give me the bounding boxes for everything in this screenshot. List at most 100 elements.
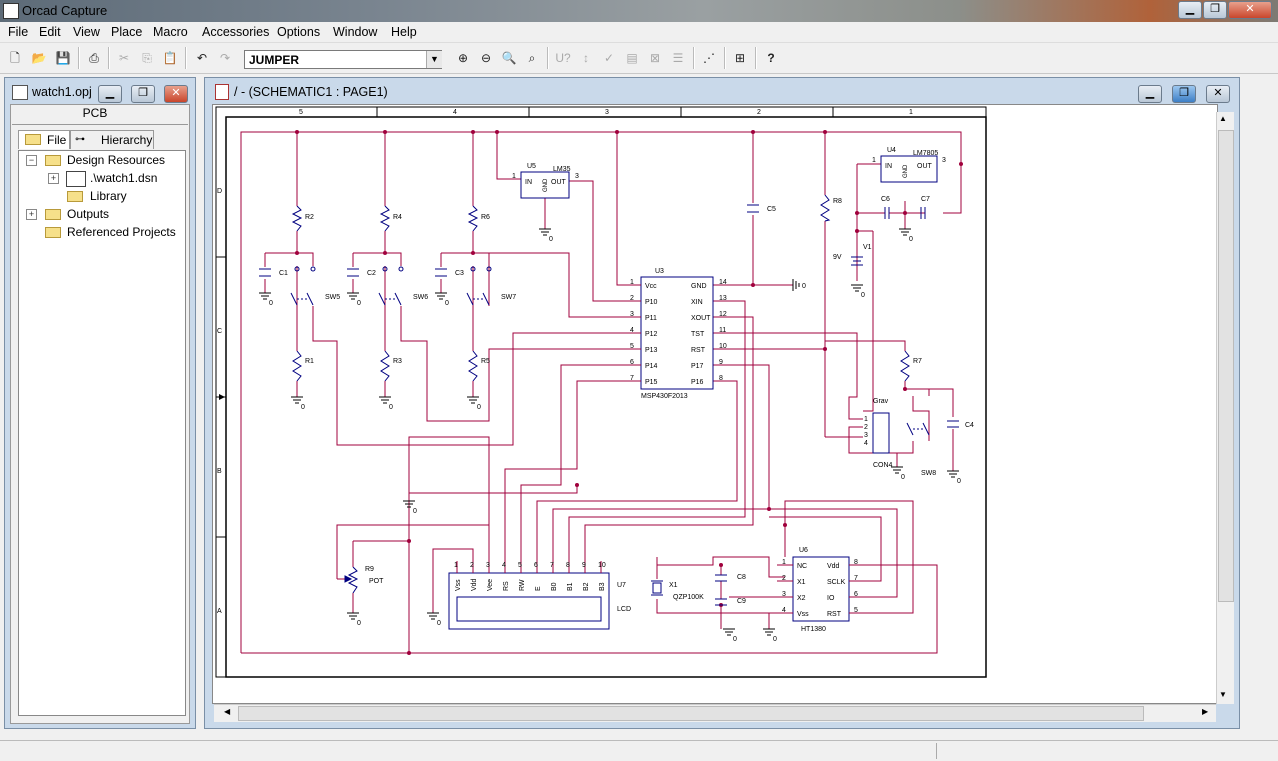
netlist-icon[interactable]: ▤ [626, 51, 638, 65]
menu-macro[interactable]: Macro [153, 25, 188, 39]
cut-icon[interactable]: ✂ [118, 51, 130, 65]
scroll-up-icon[interactable]: ▲ [1219, 114, 1227, 123]
border-col-5: 5 [299, 109, 303, 116]
menu-help[interactable]: Help [391, 25, 417, 39]
u6-pin-label: SCLK [827, 579, 846, 586]
project-minimize-icon[interactable]: ▁ [98, 85, 122, 103]
horizontal-scrollbar[interactable]: ◀ ▶ [214, 704, 1216, 722]
vertical-scrollbar[interactable]: ▲ ▼ [1216, 112, 1234, 704]
menu-edit[interactable]: Edit [39, 25, 61, 39]
annotate-icon[interactable]: U? [555, 51, 571, 65]
resistor-r5 [468, 350, 478, 382]
paste-icon[interactable]: 📋 [162, 51, 178, 65]
schematic-restore-icon[interactable]: ❐ [1172, 85, 1196, 103]
lcd-pin-number: 1 [454, 562, 458, 569]
status-bar [0, 740, 1278, 761]
menu-window[interactable]: Window [333, 25, 378, 39]
scroll-right-icon[interactable]: ▶ [1202, 707, 1209, 716]
tab-hierarchy[interactable]: ⊶ Hierarchy [70, 130, 154, 149]
menu-place[interactable]: Place [111, 25, 143, 39]
tree-item-referenced-projects[interactable]: Referenced Projects [67, 225, 176, 239]
open-icon[interactable]: 📂 [31, 51, 47, 65]
label-u6-part: HT1380 [801, 626, 826, 633]
redo-icon[interactable]: ↷ [219, 51, 231, 65]
back-annotate-icon[interactable]: ↕ [583, 51, 589, 65]
lcd-pin-label: B2 [583, 582, 590, 591]
u3-pin-label: P13 [645, 347, 658, 354]
lcd-pin-label: Vdd [471, 578, 478, 591]
restore-icon[interactable]: ❐ [1203, 1, 1227, 19]
project-restore-icon[interactable]: ❐ [131, 85, 155, 103]
undo-icon[interactable]: ↶ [196, 51, 208, 65]
chevron-down-icon[interactable]: ▼ [426, 51, 442, 68]
label-u5-part: LM35 [553, 166, 571, 173]
save-icon[interactable]: 💾 [55, 51, 71, 65]
label-u5-in: IN [525, 179, 532, 186]
tree-item-library[interactable]: Library [90, 189, 127, 203]
label-u4-part: LM7805 [913, 150, 938, 157]
gnd-pin-labels: GND GND [543, 164, 909, 192]
copy-icon[interactable]: ⎘ [142, 51, 152, 65]
border-col-2: 2 [757, 109, 761, 116]
zoom-in-icon[interactable]: ⊕ [457, 51, 469, 65]
menu-accessories[interactable]: Accessories [202, 25, 270, 39]
collapse-icon[interactable]: − [26, 155, 37, 166]
tree-item-design-resources[interactable]: Design Resources [67, 153, 166, 167]
help-icon[interactable]: ? [767, 51, 775, 65]
net-label-0: 0 [773, 636, 777, 643]
vertical-scroll-thumb[interactable] [1218, 130, 1234, 602]
u3-pin-label: P12 [645, 331, 658, 338]
bom-icon[interactable]: ☰ [672, 51, 684, 65]
net-label-0: 0 [909, 236, 913, 243]
lcd-pin-label: Vee [487, 579, 494, 591]
tree-item-design-file[interactable]: .\watch1.dsn [90, 171, 158, 185]
border-row-d: D [217, 188, 222, 195]
u3-pin-label: Vcc [645, 283, 657, 290]
net-label-0: 0 [301, 404, 305, 411]
close-icon[interactable]: ✕ [1228, 1, 1272, 19]
u3-pin-label: P15 [645, 379, 658, 386]
minimize-icon[interactable]: ▁ [1178, 1, 1202, 19]
label-c3: C3 [455, 270, 464, 277]
print-icon[interactable]: ⎙ [89, 51, 99, 65]
menu-view[interactable]: View [73, 25, 100, 39]
zoom-out-icon[interactable]: ⊖ [480, 51, 492, 65]
switch-sw6 [378, 266, 404, 306]
scroll-left-icon[interactable]: ◀ [224, 707, 231, 716]
net-label-0: 0 [861, 292, 865, 299]
tab-file[interactable]: File [18, 130, 70, 149]
u3-pin-label: P14 [645, 363, 658, 370]
expand-icon[interactable]: + [26, 209, 37, 220]
part-combo[interactable]: JUMPER [244, 50, 442, 69]
u3-pin-number: 13 [719, 295, 727, 302]
menu-options[interactable]: Options [277, 25, 321, 39]
label-sw6: SW6 [413, 294, 428, 301]
lcd-pin-number: 2 [470, 562, 474, 569]
snap-grid-icon[interactable]: ⋰ [703, 51, 715, 65]
menu-bar: File Edit View Place Macro Accessories O… [0, 22, 1278, 43]
components [259, 155, 959, 630]
schematic-close-icon[interactable]: ✕ [1206, 85, 1230, 103]
project-manager-icon[interactable]: ⊞ [734, 51, 746, 65]
label-u5: U5 [527, 163, 536, 170]
scroll-down-icon[interactable]: ▼ [1219, 690, 1227, 699]
menu-file[interactable]: File [8, 25, 29, 39]
u6-pin-number: 1 [782, 559, 786, 566]
zoom-area-icon[interactable]: 🔍 [501, 51, 517, 65]
new-icon[interactable]: 🗋 [10, 51, 20, 65]
expand-icon[interactable]: + [48, 173, 59, 184]
u6-pin-label: RST [827, 611, 842, 618]
cross-ref-icon[interactable]: ⊠ [649, 51, 661, 65]
label-sw8: SW8 [921, 470, 936, 477]
resistor-r4 [379, 205, 391, 232]
project-close-icon[interactable]: ✕ [164, 85, 188, 103]
schematic-minimize-icon[interactable]: ▁ [1138, 85, 1162, 103]
drc-icon[interactable]: ✓ [603, 51, 615, 65]
project-icon [12, 85, 28, 100]
tree-item-outputs[interactable]: Outputs [67, 207, 110, 221]
zoom-all-icon[interactable]: ⌕ [528, 51, 536, 65]
label-r4: R4 [393, 214, 402, 221]
schematic-canvas[interactable]: 5 4 3 2 1 D C B A [212, 104, 1218, 704]
horizontal-scroll-thumb[interactable] [238, 706, 1144, 721]
u3-pin-number: 5 [630, 343, 634, 350]
